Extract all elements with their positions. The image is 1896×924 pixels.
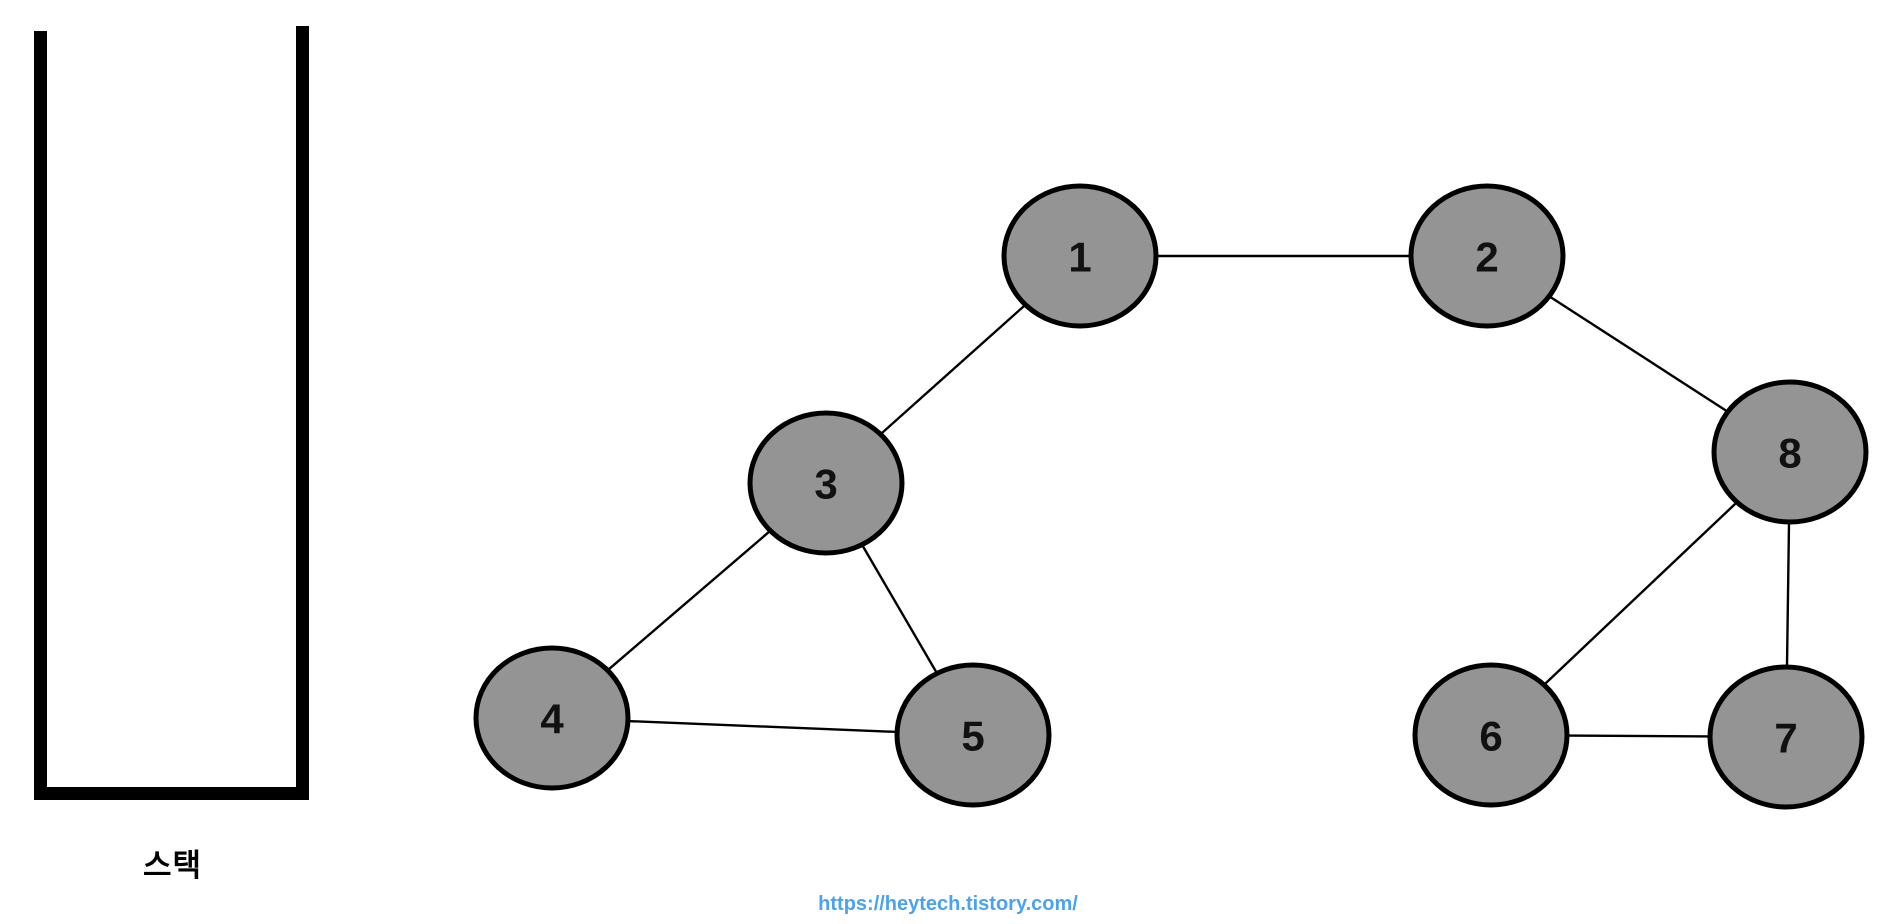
graph-node-shape-1[interactable] [1001,183,1159,329]
graph-node-4[interactable]: 4 [473,645,631,791]
graph-edge-8-6 [1543,501,1738,686]
graph-node-shape-4[interactable] [473,645,631,791]
graph-edge-4-5 [627,719,898,734]
stack-label: 스택 [142,848,203,884]
edge-layer [606,254,1791,738]
graph-node-shape-2[interactable] [1408,183,1566,329]
graph-edge-2-8 [1548,295,1729,413]
graph-node-shape-8[interactable] [1711,379,1869,525]
graph-edge-6-7 [1566,734,1711,738]
graph-node-1[interactable]: 1 [1001,183,1159,329]
graph-node-shape-6[interactable] [1412,662,1570,808]
graph-node-shape-7[interactable] [1707,664,1865,810]
graph-node-5[interactable]: 5 [894,662,1052,808]
graph-edge-3-4 [606,529,772,672]
graph-node-6[interactable]: 6 [1412,662,1570,808]
graph-edge-3-5 [860,544,939,674]
watermark-url: https://heytech.tistory.com/ [818,893,1078,915]
stack-bottom-wall [34,787,309,800]
graph-node-8[interactable]: 8 [1711,379,1869,525]
graph-node-2[interactable]: 2 [1408,183,1566,329]
graph-edge-1-3 [879,303,1027,436]
stack-right-wall [296,26,309,800]
graph-node-7[interactable]: 7 [1707,664,1865,810]
stack-container: 스택 [0,0,380,924]
graph-edge-8-7 [1785,521,1791,668]
graph-node-shape-3[interactable] [747,410,905,556]
stack-left-wall [34,31,47,800]
graph-node-shape-5[interactable] [894,662,1052,808]
graph-node-3[interactable]: 3 [747,410,905,556]
